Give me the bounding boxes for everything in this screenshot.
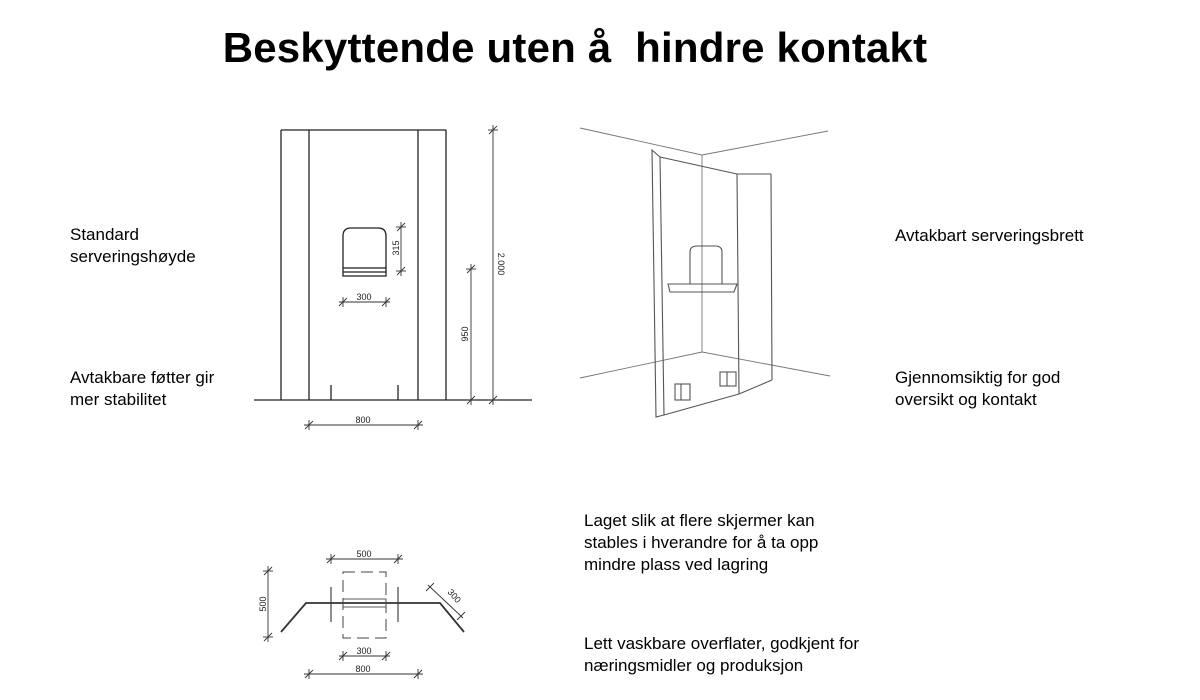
note-removable-feet: Avtakbare føtter gir mer stabilitet (70, 368, 215, 409)
note-washable: Lett vaskbare overflater, godkjent for n… (584, 634, 859, 675)
dim-plan-depth: 500 (258, 596, 268, 611)
dim-window-width: 300 (356, 292, 371, 302)
dim-total-height: 2.000 (496, 253, 506, 276)
dim-window-height: 315 (391, 240, 401, 255)
page-title: Beskyttende uten å hindre kontakt (222, 24, 928, 71)
dim-base-width: 800 (355, 415, 370, 425)
note-stackable: Laget slik at flere skjermer kan stables… (584, 511, 819, 574)
note-transparent: Gjennomsiktig for god oversikt og kontak… (895, 368, 1061, 409)
dim-plan-wing: 300 (445, 587, 462, 605)
dim-plan-top-width: 500 (356, 549, 371, 559)
dim-counter-height: 950 (460, 326, 470, 341)
note-standard-height: Standard serveringshøyde (70, 225, 196, 266)
dim-plan-total-width: 800 (355, 664, 370, 674)
note-removable-tray: Avtakbart serveringsbrett (895, 226, 1084, 245)
dim-plan-inner-width: 300 (356, 646, 371, 656)
